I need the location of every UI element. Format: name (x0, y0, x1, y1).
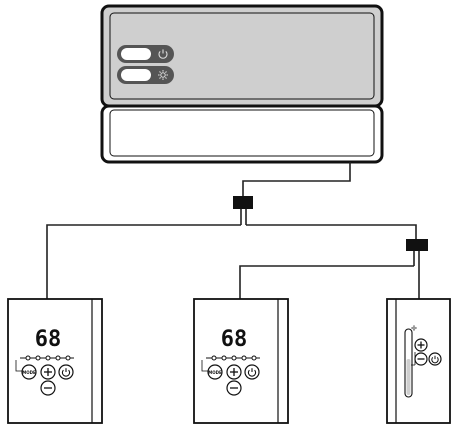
mode-button[interactable]: MODE (207, 364, 223, 380)
cable-to-thermostat-2 (239, 265, 414, 299)
power-icon (247, 368, 257, 377)
brightness-switch[interactable] (117, 66, 174, 84)
main-unit-lower-panel (100, 104, 384, 164)
main-unit (100, 4, 384, 164)
mode-bracket (201, 360, 208, 372)
power-icon (158, 49, 168, 59)
cable-to-splitter-2 (246, 224, 417, 239)
power-button[interactable] (244, 364, 260, 380)
splitter-2 (406, 239, 428, 251)
power-icon (431, 355, 439, 364)
svg-text:MODE: MODE (22, 370, 36, 375)
sun-icon (411, 325, 417, 331)
temperature-slider-fill (406, 359, 411, 395)
temperature-display: 68 (35, 327, 62, 352)
mode-indicator-dots (25, 355, 71, 361)
minus-button[interactable] (226, 380, 242, 396)
wiring (46, 162, 420, 299)
power-switch-knob[interactable] (121, 48, 151, 60)
power-icon (61, 368, 71, 377)
plus-button[interactable] (226, 364, 242, 380)
splitter-1 (233, 196, 253, 209)
power-button[interactable] (58, 364, 74, 380)
plus-button[interactable] (40, 364, 56, 380)
power-switch[interactable] (117, 45, 174, 63)
button-bracket (411, 352, 416, 366)
mode-bracket (15, 360, 22, 372)
main-cable (242, 162, 351, 196)
temperature-display: 68 (221, 327, 248, 352)
thermostat-body (7, 298, 103, 424)
thermostat-body (193, 298, 289, 424)
thermostat-2: 68 MODE (193, 298, 289, 424)
mode-button[interactable]: MODE (21, 364, 37, 380)
minus-button[interactable] (414, 352, 428, 366)
thermostat-1: 68 MODE (7, 298, 103, 424)
minus-button[interactable] (40, 380, 56, 396)
power-button[interactable] (428, 352, 442, 366)
svg-text:MODE: MODE (208, 370, 222, 375)
sun-icon (158, 70, 168, 80)
thermostat-3 (386, 298, 451, 424)
brightness-switch-knob[interactable] (121, 69, 151, 81)
main-unit-upper-bevel (109, 12, 375, 100)
plus-button[interactable] (414, 338, 428, 352)
mode-indicator-dots (211, 355, 257, 361)
main-unit-lower-bevel (109, 109, 375, 157)
cable-to-thermostat-1 (46, 224, 241, 299)
